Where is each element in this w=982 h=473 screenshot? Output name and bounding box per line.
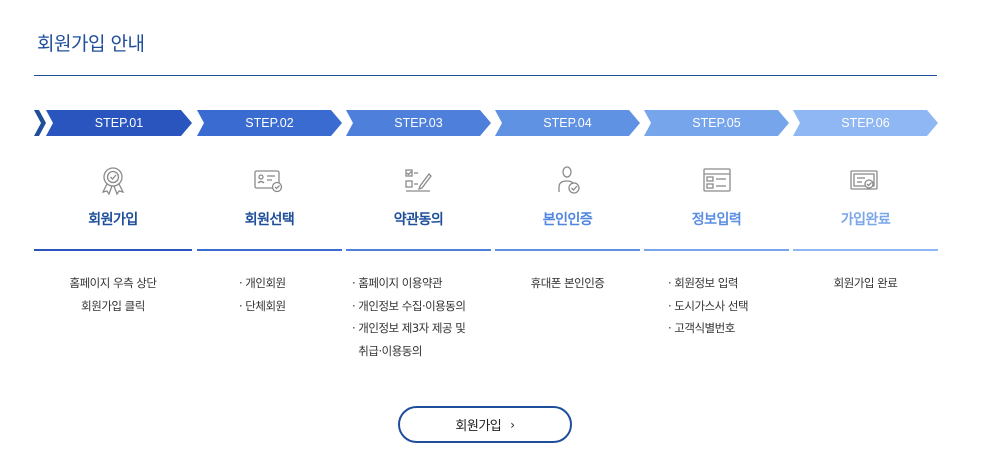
page-title: 회원가입 안내 [37, 33, 145, 55]
step-2-description: · 개인회원 · 단체회원 [239, 272, 342, 317]
step-3-underline [346, 249, 491, 251]
step-3-description: · 홈페이지 이용약관 · 개인정보 수집·이용동의 · 개인정보 제3자 제공… [352, 272, 491, 362]
list-item: · 개인회원 [239, 276, 286, 290]
step-4-underline [495, 249, 640, 251]
list-item: · 홈페이지 이용약관 [352, 276, 443, 290]
step-1-name: 회원가입 [88, 212, 138, 228]
step-4-description: 휴대폰 본인인증 [495, 272, 640, 295]
list-item: · 도시가스사 선택 [668, 298, 749, 313]
step-5-name: 정보입력 [691, 212, 742, 228]
join-button[interactable]: 회원가입 › [398, 406, 572, 443]
step-2: STEP.02 회원선택 · 개인회원 · 단체회원 [197, 110, 342, 313]
step-6-label: STEP.06 [841, 116, 890, 130]
checklist-pen-icon [405, 169, 432, 192]
step-4: STEP.04 본인인증 휴대폰 본인인증 [495, 110, 640, 290]
list-item: · 단체회원 [239, 298, 286, 313]
step-4-banner: STEP.04 [495, 110, 640, 136]
lead-chevron-icon [34, 110, 46, 136]
list-item: 취급·이용동의 [352, 343, 422, 358]
step-1-banner: STEP.01 [34, 110, 192, 136]
certificate-check-icon [850, 170, 878, 190]
step-3-name: 약관동의 [393, 212, 444, 228]
step-5: STEP.05 정보입력 · 회원정보 입력 · 도시가스사 선택 · 고객식별… [644, 110, 789, 335]
step-6-banner: STEP.06 [793, 110, 938, 136]
chevron-right-icon: › [510, 417, 515, 432]
step-1-label: STEP.01 [94, 116, 144, 130]
step-1-underline [34, 249, 192, 251]
list-item: · 개인정보 제3자 제공 및 [352, 321, 466, 335]
step-2-name: 회원선택 [244, 212, 295, 228]
list-item: 휴대폰 본인인증 [530, 276, 605, 290]
step-5-label: STEP.05 [692, 116, 741, 130]
step-6: STEP.06 가입완료 회원가입 완료 [793, 110, 938, 290]
step-3-label: STEP.03 [394, 116, 443, 130]
step-5-underline [644, 249, 789, 251]
step-6-name: 가입완료 [840, 212, 891, 228]
step-2-banner: STEP.02 [197, 110, 342, 136]
join-button-label: 회원가입 [455, 419, 502, 434]
step-6-underline [793, 249, 938, 251]
step-2-label: STEP.02 [245, 116, 294, 130]
step-2-underline [197, 249, 342, 251]
step-3: STEP.03 약관동의 · 홈페이지 이용약관 · 개인정보 수집·이용동의 … [346, 110, 491, 358]
list-item: · 개인정보 수집·이용동의 [352, 298, 466, 313]
step-5-description: · 회원정보 입력 · 도시가스사 선택 · 고객식별번호 [668, 272, 789, 340]
list-item: 회원가입 클릭 [81, 298, 145, 313]
list-item: 회원가입 완료 [833, 276, 898, 290]
step-1-description: 홈페이지 우측 상단 회원가입 클릭 [34, 272, 192, 317]
form-input-icon [703, 168, 731, 192]
user-verify-icon [558, 166, 580, 194]
step-1: STEP.01 회원가입 홈페이지 우측 상단 회원가입 클릭 [34, 110, 192, 313]
step-3-banner: STEP.03 [346, 110, 491, 136]
step-5-banner: STEP.05 [644, 110, 789, 136]
award-ribbon-icon [101, 167, 125, 196]
list-item: · 회원정보 입력 [668, 276, 738, 290]
step-4-name: 본인인증 [542, 212, 593, 228]
member-card-check-icon [254, 170, 283, 193]
title-divider [34, 75, 937, 76]
step-4-label: STEP.04 [543, 116, 592, 130]
list-item: · 고객식별번호 [668, 321, 735, 335]
list-item: 홈페이지 우측 상단 [69, 276, 157, 290]
step-6-description: 회원가입 완료 [793, 272, 938, 295]
